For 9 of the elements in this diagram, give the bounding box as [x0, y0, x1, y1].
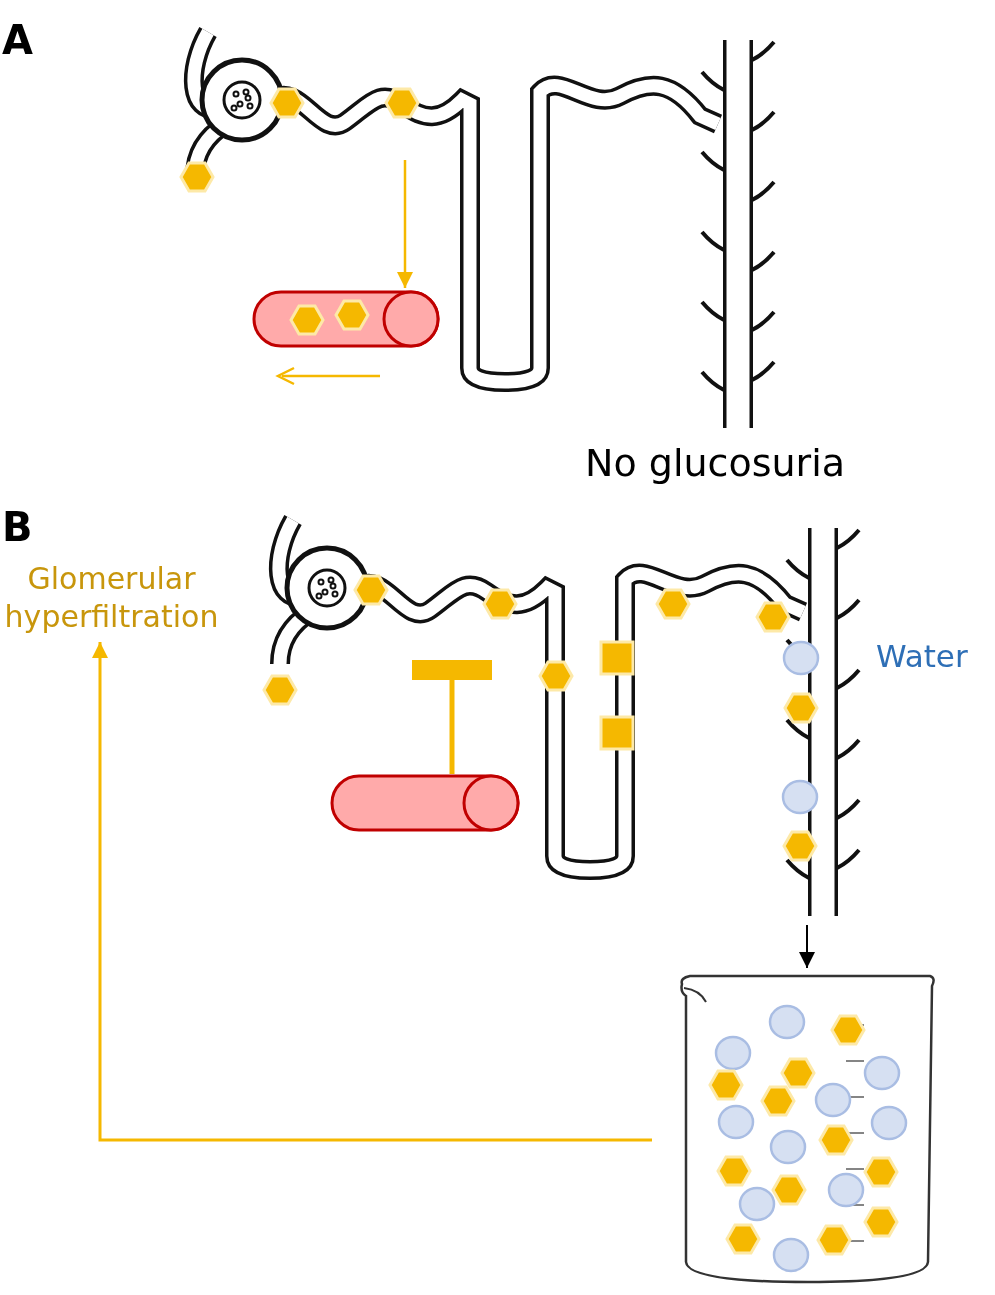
arrow	[397, 160, 413, 288]
annotation-text: Glomerular hyperfiltration	[4, 560, 219, 640]
arrow	[92, 642, 652, 1142]
panel-label: A	[2, 18, 33, 62]
caption-text: Water	[876, 637, 968, 676]
arrow	[799, 924, 815, 969]
panel-label: B	[2, 505, 33, 549]
caption-text: No glucosuria	[585, 440, 845, 486]
inhibition-line	[412, 660, 492, 774]
